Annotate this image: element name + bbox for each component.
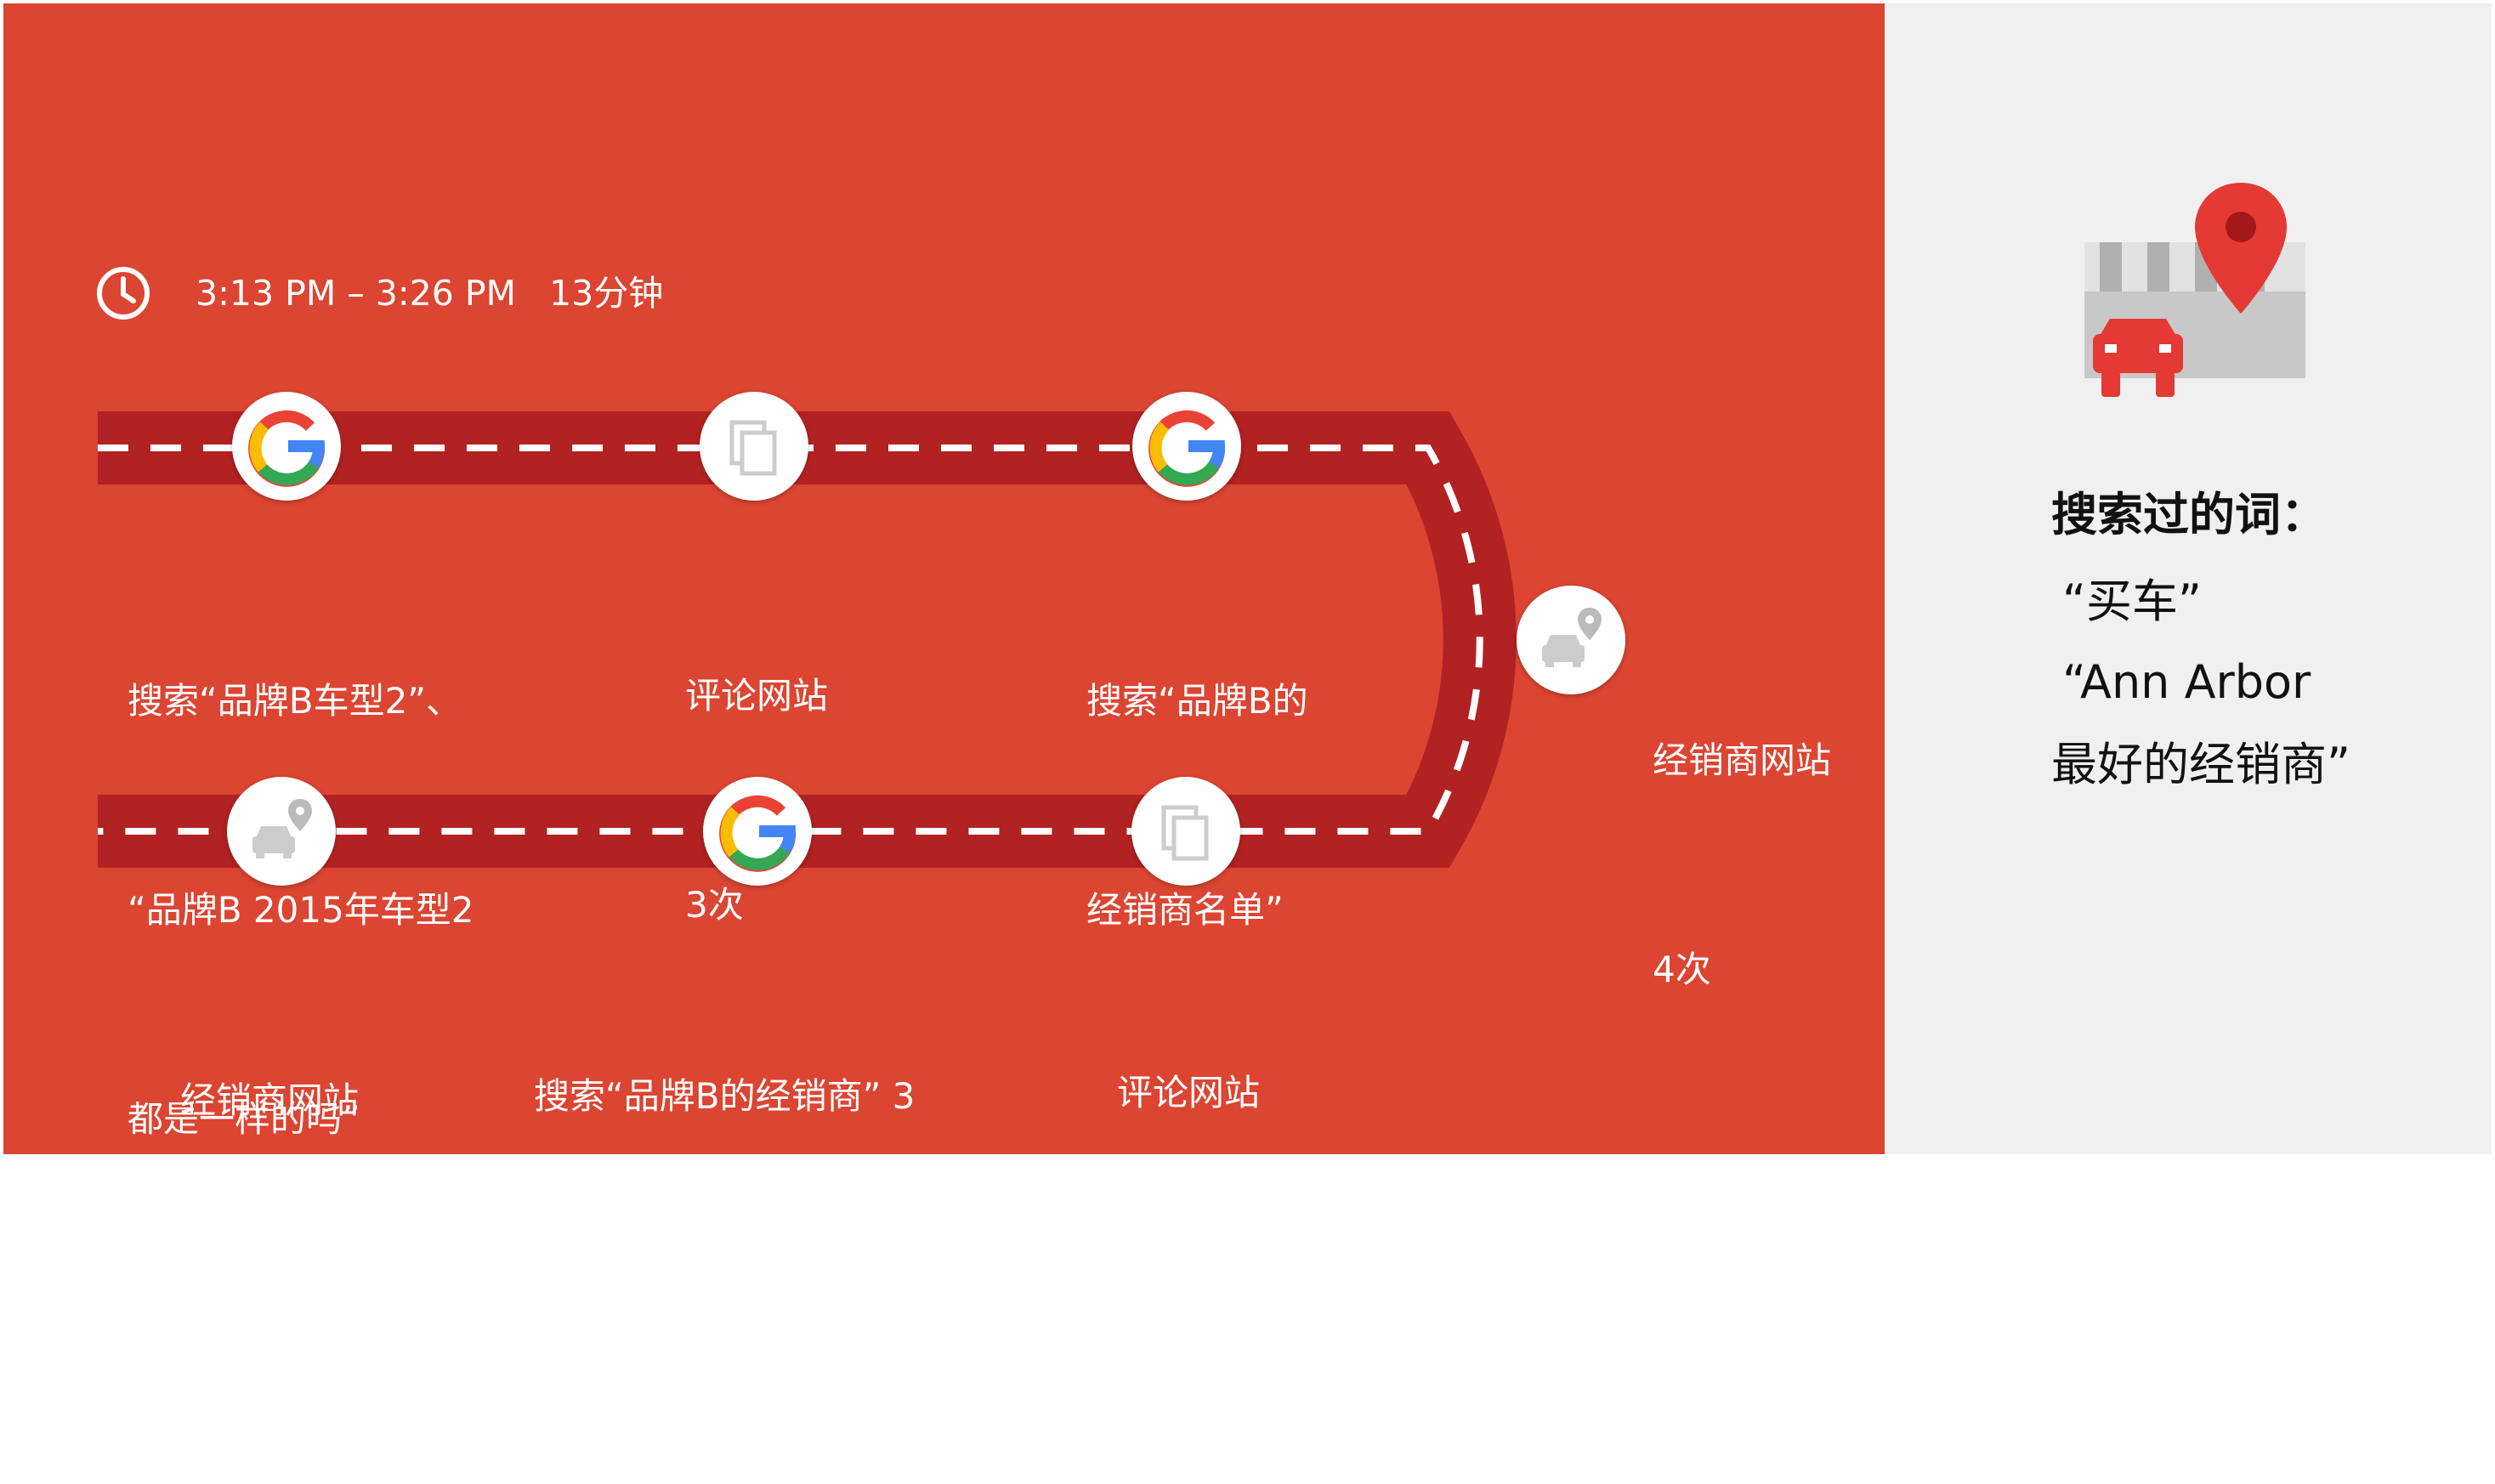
clock-icon — [97, 267, 150, 320]
step-1-node — [232, 392, 341, 501]
step-6-node — [703, 777, 812, 886]
dealership-map-pin-icon — [2084, 183, 2305, 397]
car-location-icon — [1542, 608, 1602, 667]
search-terms-heading: 搜索过的词： — [2051, 488, 2327, 541]
step-7-node — [227, 777, 336, 886]
car-location-icon — [252, 799, 312, 858]
step-6-label: 搜索“品牌B的经销商” 3 次，“城里最好的经销商” — [534, 922, 928, 1480]
step-3-line-1: 搜索“品牌B的 — [1086, 680, 1308, 722]
step-7-line-1: 经销商网站 — [180, 1079, 360, 1121]
step-5-line-2: 1次 — [1117, 1281, 1176, 1323]
step-2-line-2: 3次 — [685, 884, 744, 926]
step-1-label: 搜索“品牌B车型2”、 “品牌B 2015年车型2 都是一样的吗” — [128, 527, 474, 1294]
step-5-label: 评论网站 1次 — [1117, 919, 1260, 1476]
infographic: 3:13 PM – 3:26 PM 13分钟 — [3, 3, 2492, 1154]
road-dashes — [98, 445, 1483, 835]
step-5-line-1: 评论网站 — [1117, 1072, 1261, 1113]
step-1-line-3: 都是一样的吗” — [128, 1098, 360, 1140]
search-term-1: “买车” — [2062, 575, 2202, 628]
step-4-line-2: 4次 — [1653, 949, 1711, 990]
step-7-label: 经销商网站 4次 — [180, 926, 359, 1484]
step-2-line-1: 评论网站 — [685, 675, 829, 717]
step-4-line-1: 经销商网站 — [1653, 739, 1832, 781]
step-5-node — [1131, 777, 1240, 886]
step-6-line-1: 搜索“品牌B的经销商” 3 — [534, 1075, 916, 1117]
step-3-node — [1132, 392, 1241, 501]
search-term-3: 最好的经销商” — [2051, 738, 2350, 791]
journey-panel — [3, 3, 1885, 1154]
google-icon — [248, 410, 326, 487]
document-copy-icon — [1161, 805, 1209, 861]
search-terms-panel — [1885, 3, 2492, 1154]
step-1-line-2: “品牌B 2015年车型2 — [128, 889, 474, 931]
step-3-label: 搜索“品牌B的 经销商名单” — [1086, 527, 1308, 1085]
google-icon — [1148, 410, 1226, 487]
document-copy-icon — [729, 420, 777, 476]
time-range: 3:13 PM – 3:26 PM — [196, 273, 516, 314]
time-label: 3:13 PM – 3:26 PM 13分钟 — [196, 265, 663, 321]
google-icon — [719, 795, 797, 872]
step-3-line-2: 经销商名单” — [1086, 889, 1284, 931]
step-6-line-2: 次，“城里最好的经销商” — [534, 1284, 928, 1326]
step-2-label: 评论网站 3次 — [685, 522, 828, 1079]
step-7-line-2: 4次 — [180, 1289, 239, 1330]
step-4-node — [1517, 586, 1625, 694]
journey-road — [98, 411, 1517, 868]
search-term-2: “Ann Arbor — [2062, 655, 2311, 709]
step-1-line-1: 搜索“品牌B车型2”、 — [128, 680, 462, 722]
step-4-label: 经销商网站 4次 — [1653, 586, 1831, 1144]
step-2-node — [700, 392, 808, 501]
time-duration: 13分钟 — [549, 273, 664, 314]
